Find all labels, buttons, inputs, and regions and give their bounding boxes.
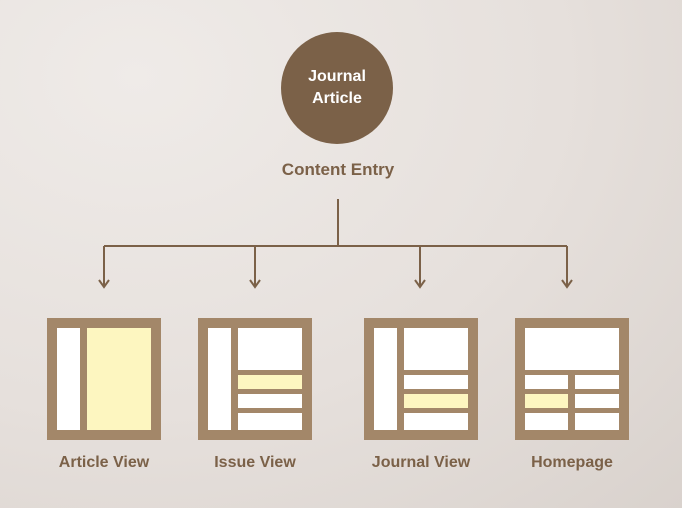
- arrowhead-issue: [249, 279, 261, 289]
- sidebar-block: [208, 328, 231, 430]
- article-view-label: Article View: [58, 454, 150, 471]
- header-block: [525, 328, 619, 370]
- node-title-line2: Article: [312, 90, 362, 107]
- homepage-layout-icon: [515, 318, 629, 440]
- highlighted-content-block: [87, 328, 151, 430]
- list-row: [404, 413, 468, 430]
- homepage-label: Homepage: [531, 454, 613, 471]
- journal-view-label: Journal View: [371, 454, 471, 471]
- highlighted-grid-cell: [525, 394, 568, 408]
- journal-article-node: Journal Article: [281, 32, 393, 144]
- content-entry-label: Content Entry: [281, 160, 395, 179]
- arrowhead-homepage: [561, 279, 573, 289]
- grid-cell: [525, 375, 568, 389]
- grid-cell: [575, 394, 619, 408]
- grid-cell: [575, 413, 619, 430]
- journal-view-layout-icon: [364, 318, 478, 440]
- list-row: [404, 375, 468, 389]
- header-block: [404, 328, 468, 370]
- grid-cell: [575, 375, 619, 389]
- node-title-line1: Journal: [308, 68, 366, 85]
- grid-cell: [525, 413, 568, 430]
- sidebar-block: [374, 328, 397, 430]
- arrowhead-article: [98, 279, 110, 289]
- issue-view-label: Issue View: [214, 454, 296, 471]
- highlighted-row: [238, 375, 302, 389]
- issue-view-layout-icon: [198, 318, 312, 440]
- article-view-layout-icon: [47, 318, 161, 440]
- sidebar-block: [57, 328, 80, 430]
- list-row: [238, 413, 302, 430]
- list-row: [238, 394, 302, 408]
- header-block: [238, 328, 302, 370]
- highlighted-row: [404, 394, 468, 408]
- arrowhead-journal: [414, 279, 426, 289]
